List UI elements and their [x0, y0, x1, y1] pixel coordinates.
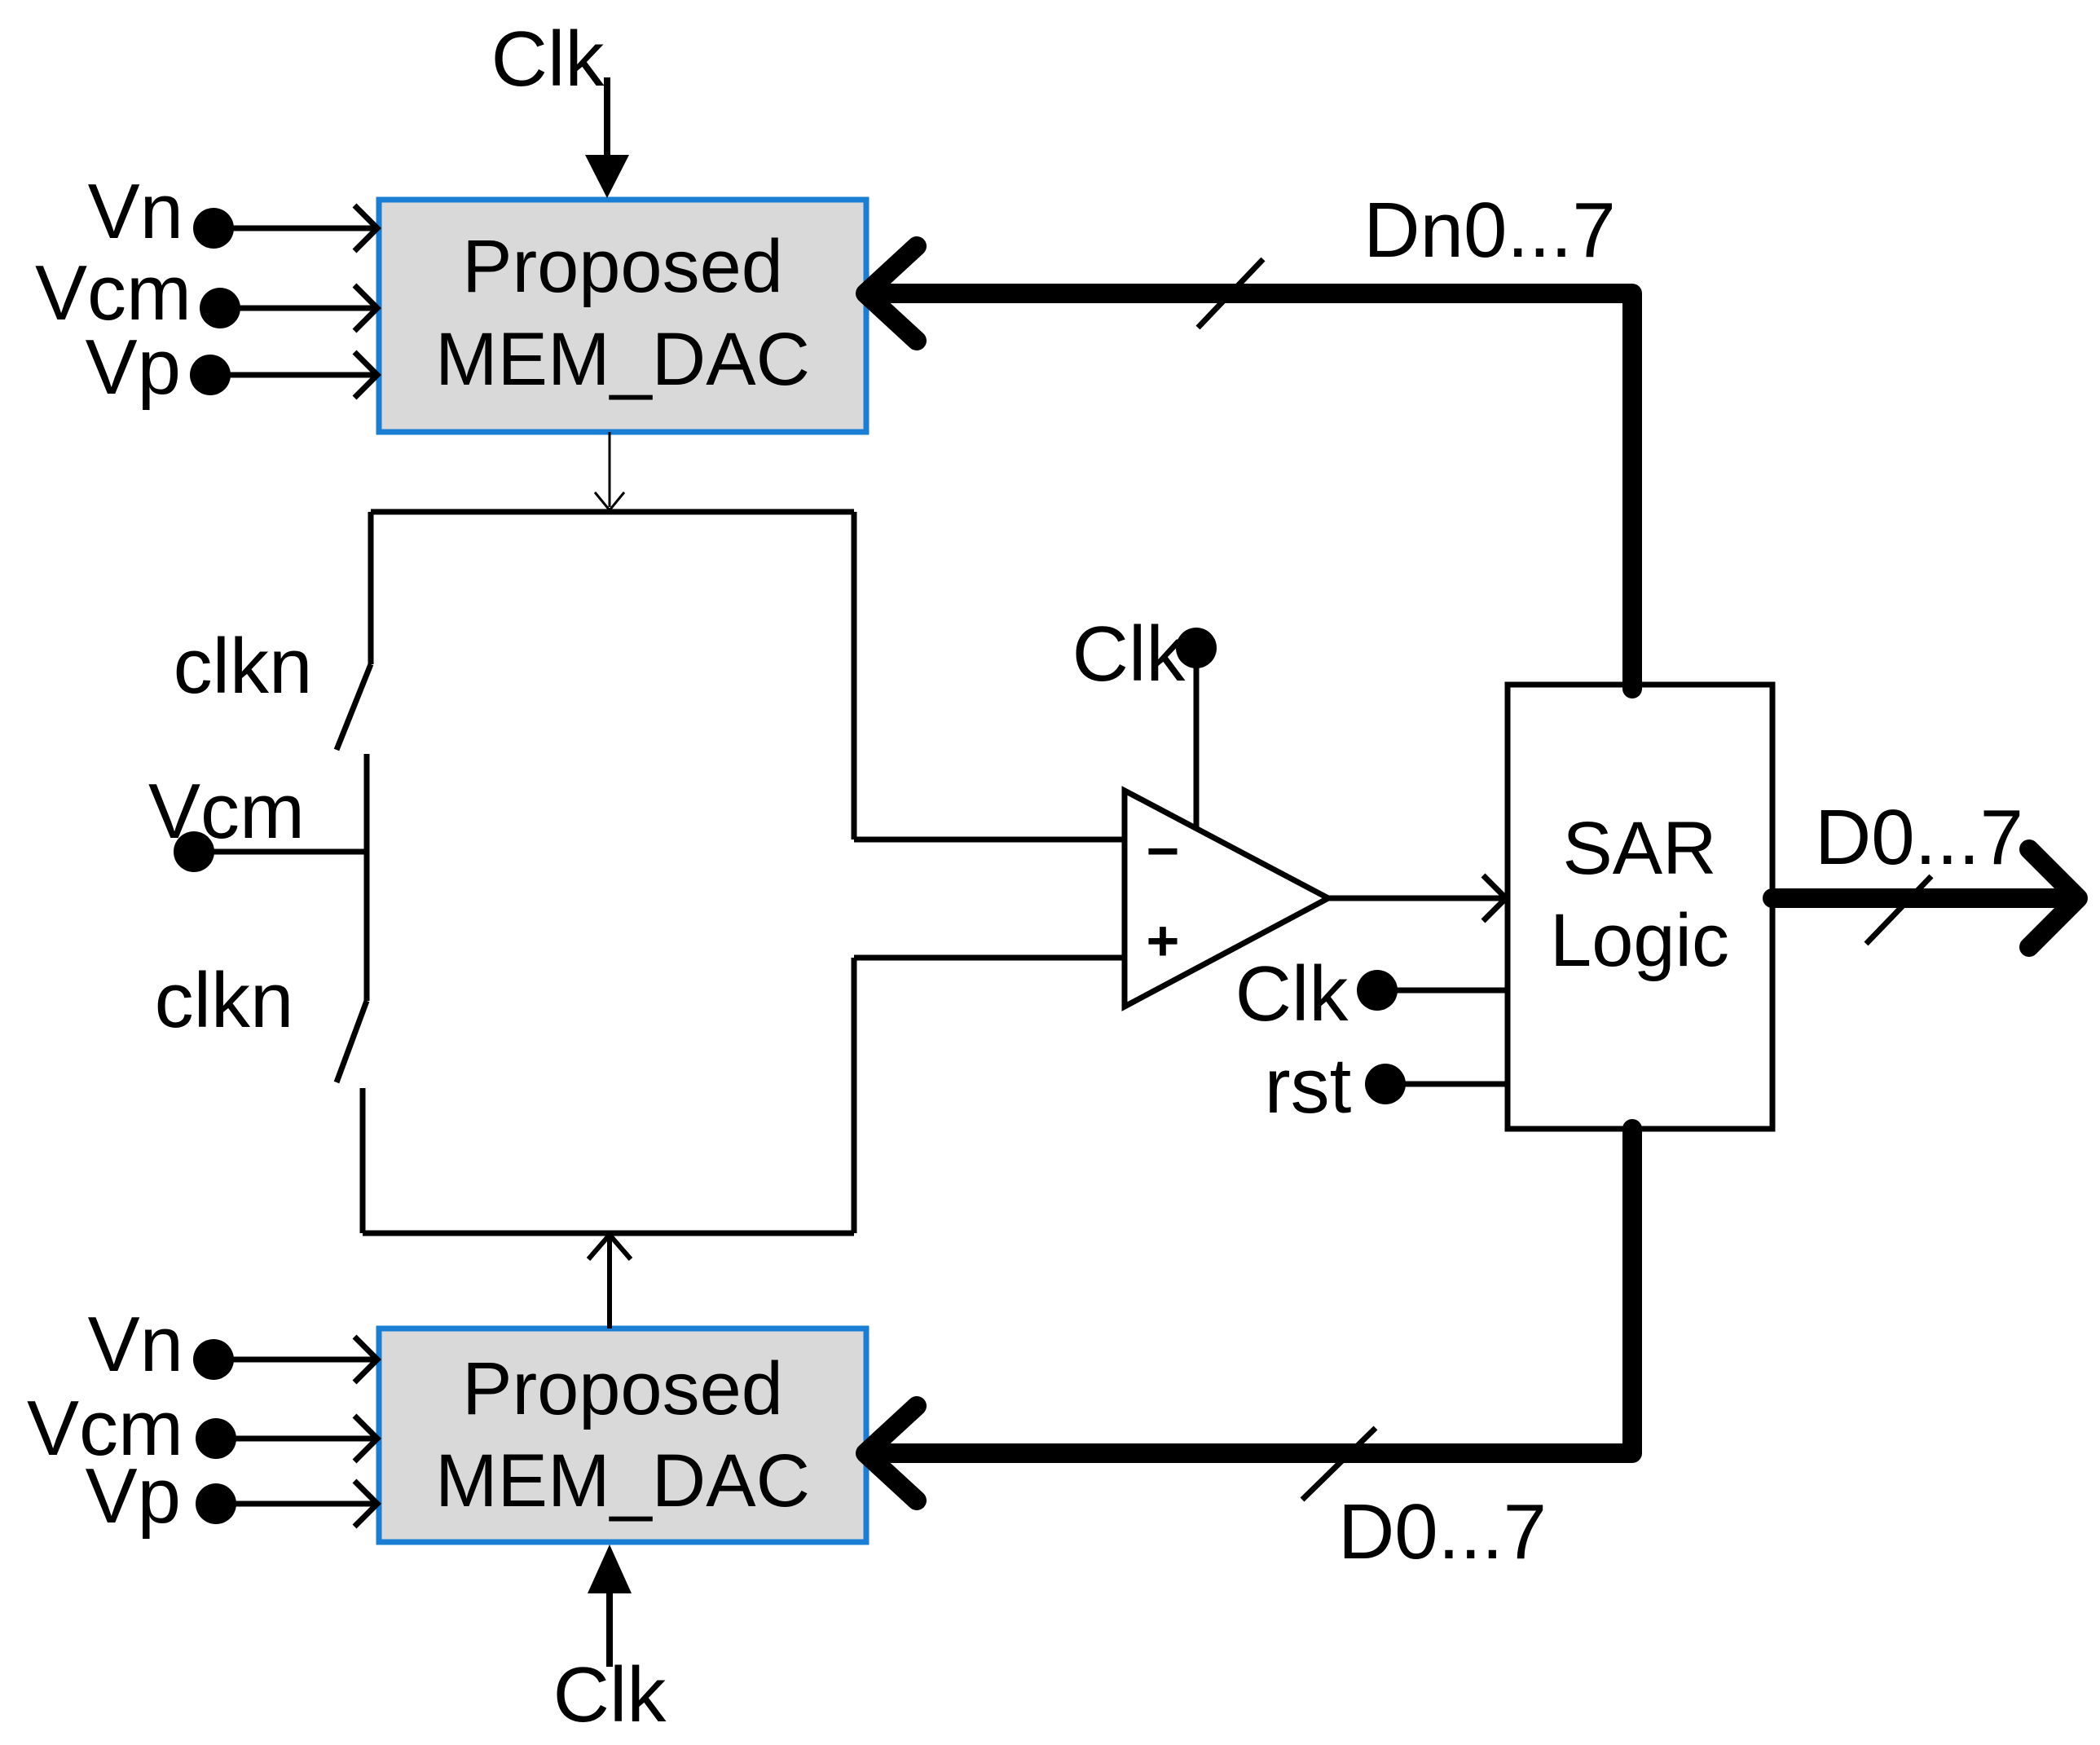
output-bus-slash	[1864, 874, 1934, 946]
bottom-dac-input-vp-arrow	[352, 1478, 381, 1529]
top-feedback-bus: Dn0...7	[856, 187, 1642, 698]
output-label: D0...7	[1815, 794, 2023, 881]
top-bus-slash	[1195, 257, 1266, 330]
top-dac: Proposed MEM_DAC Clk Vn Vcm Vp	[35, 15, 869, 513]
bottom-feedback-bus: D0...7	[856, 1119, 1642, 1575]
bottom-dac-input-vp-label: Vp	[86, 1452, 181, 1540]
bottom-dac-input-vcm-label: Vcm	[27, 1385, 183, 1472]
top-dac-input-vcm: Vcm	[35, 249, 381, 337]
top-dac-input-vp-label: Vp	[86, 324, 181, 411]
comparator-body	[1121, 786, 1335, 1011]
switch-bottom-label: clkn	[155, 957, 294, 1044]
top-dac-input-vp-arrow	[352, 350, 381, 400]
bottom-dac-title-line2: MEM_DAC	[435, 1439, 810, 1522]
top-dac-input-vcm-label: Vcm	[35, 249, 192, 337]
top-dac-input-vp: Vp	[86, 324, 381, 411]
vcm-label: Vcm	[148, 768, 305, 855]
bottom-switch-blade	[333, 999, 370, 1084]
top-dac-box	[376, 196, 869, 435]
vcm-terminal[interactable]	[174, 831, 214, 872]
bottom-dac-input-vn: Vn	[88, 1301, 381, 1388]
comparator: − + Clk	[1072, 610, 1510, 1011]
sar-rst-label: rst	[1265, 1042, 1352, 1130]
bottom-dac-title-line1: Proposed	[462, 1347, 783, 1430]
sar-title-line1: SAR	[1562, 807, 1716, 890]
bottom-feedback-arrowhead	[856, 1396, 927, 1510]
top-feedback-arrowhead	[856, 236, 927, 350]
bottom-feedback-label: D0...7	[1338, 1488, 1547, 1575]
sar-title-line2: Logic	[1550, 899, 1729, 982]
bottom-dac-clk-arrowhead	[588, 1545, 632, 1593]
bottom-dac-input-vn-label: Vn	[88, 1301, 183, 1388]
top-feedback-label: Dn0...7	[1363, 187, 1616, 274]
top-dac-input-vcm-arrow	[352, 283, 381, 333]
comparator-minus: −	[1147, 819, 1180, 883]
top-switch-blade	[333, 663, 374, 751]
switch-top-label: clkn	[174, 623, 313, 710]
bottom-dac: Proposed MEM_DAC Clk Vn Vcm Vp	[27, 1231, 869, 1738]
bottom-bus-slash	[1300, 1426, 1378, 1502]
sar-clk-label: Clk	[1235, 950, 1349, 1038]
sar-clk-terminal[interactable]	[1357, 970, 1398, 1011]
top-dac-title-line1: Proposed	[462, 225, 783, 308]
bottom-dac-input-vcm-arrow	[352, 1413, 381, 1464]
output-bus: D0...7	[1763, 794, 2088, 957]
switch-network	[194, 509, 1123, 1236]
comparator-clk-terminal[interactable]	[1176, 628, 1217, 668]
top-dac-title-line2: MEM_DAC	[435, 318, 810, 401]
sar-rst-terminal[interactable]	[1365, 1064, 1406, 1104]
bottom-dac-input-vcm: Vcm	[27, 1385, 381, 1472]
top-dac-clk-arrowhead	[585, 155, 629, 198]
top-dac-input-vn: Vn	[88, 168, 381, 255]
top-dac-clk-label: Clk	[491, 15, 605, 103]
bottom-dac-input-vn-arrow	[352, 1334, 381, 1385]
sar-logic: SAR Logic Clk rst	[1235, 681, 1776, 1132]
bottom-dac-input-vp: Vp	[86, 1452, 381, 1540]
comparator-plus: +	[1147, 909, 1180, 972]
top-dac-input-vn-label: Vn	[88, 168, 183, 255]
comparator-clk-label: Clk	[1072, 610, 1186, 698]
bottom-dac-box	[376, 1325, 869, 1545]
output-arrowhead	[2019, 839, 2088, 957]
top-dac-input-vn-arrow	[352, 203, 381, 253]
